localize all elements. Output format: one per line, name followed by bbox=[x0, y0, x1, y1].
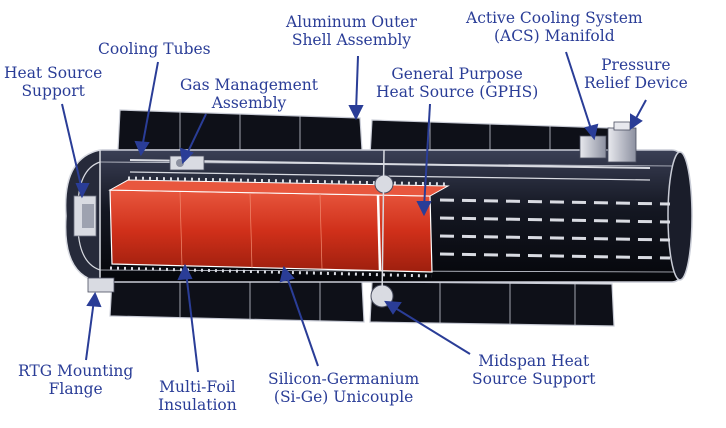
lower-cooling-fins bbox=[110, 280, 614, 326]
label-line: (Si-Ge) Unicouple bbox=[268, 388, 419, 406]
arrow-outer-shell bbox=[350, 106, 362, 118]
label-rtg-mounting-flange: RTG Mounting Flange bbox=[18, 362, 133, 398]
label-heat-source-support: Heat Source Support bbox=[4, 64, 102, 100]
arrow-pressure-relief bbox=[631, 115, 641, 128]
label-general-purpose-heat-source: General Purpose Heat Source (GPHS) bbox=[376, 65, 538, 101]
gphs-heat-source bbox=[110, 180, 448, 272]
mounting-flange-hardware bbox=[88, 278, 114, 292]
label-line: Support bbox=[4, 82, 102, 100]
label-line: Midspan Heat bbox=[472, 352, 596, 370]
label-silicon-germanium-unicouple: Silicon-Germanium (Si-Ge) Unicouple bbox=[268, 370, 419, 406]
label-line: Pressure bbox=[584, 56, 688, 74]
label-aluminum-outer-shell-assembly: Aluminum Outer Shell Assembly bbox=[286, 13, 417, 49]
right-end-cap bbox=[668, 152, 692, 280]
label-line: Shell Assembly bbox=[286, 31, 417, 49]
label-line: Gas Management bbox=[180, 76, 318, 94]
label-gas-management-assembly: Gas Management Assembly bbox=[180, 76, 318, 112]
leader-mounting-flange bbox=[86, 300, 94, 360]
arrow-mounting-flange bbox=[88, 294, 100, 306]
label-midspan-heat-source-support: Midspan Heat Source Support bbox=[472, 352, 596, 388]
label-line: Flange bbox=[18, 380, 133, 398]
label-line: Heat Source (GPHS) bbox=[376, 83, 538, 101]
label-line: (ACS) Manifold bbox=[466, 27, 643, 45]
leader-outer-shell bbox=[356, 56, 358, 112]
label-line: General Purpose bbox=[376, 65, 538, 83]
label-pressure-relief-device: Pressure Relief Device bbox=[584, 56, 688, 92]
label-active-cooling-system-manifold: Active Cooling System (ACS) Manifold bbox=[466, 9, 643, 45]
label-line: Cooling Tubes bbox=[98, 40, 211, 58]
label-line: RTG Mounting bbox=[18, 362, 133, 380]
label-line: Multi-Foil bbox=[158, 378, 237, 396]
label-line: Assembly bbox=[180, 94, 318, 112]
label-cooling-tubes: Cooling Tubes bbox=[98, 40, 211, 58]
label-line: Silicon-Germanium bbox=[268, 370, 419, 388]
label-multi-foil-insulation: Multi-Foil Insulation bbox=[158, 378, 237, 414]
label-line: Active Cooling System bbox=[466, 9, 643, 27]
left-end-dome bbox=[66, 150, 100, 282]
label-line: Relief Device bbox=[584, 74, 688, 92]
label-line: Insulation bbox=[158, 396, 237, 414]
label-line: Source Support bbox=[472, 370, 596, 388]
label-line: Aluminum Outer bbox=[286, 13, 417, 31]
label-line: Heat Source bbox=[4, 64, 102, 82]
